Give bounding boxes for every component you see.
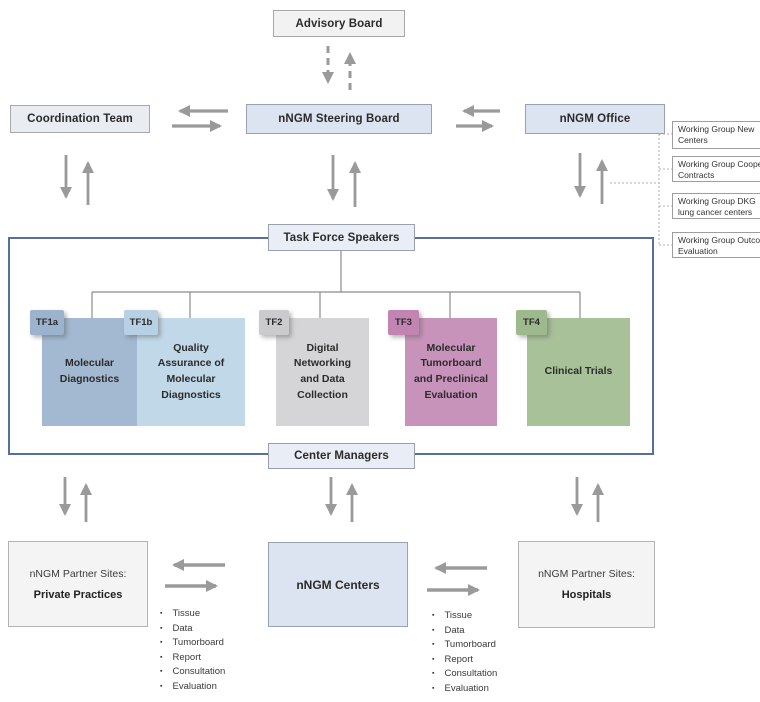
list-item: ▪ Tumorboard (160, 637, 225, 648)
working-group-box-new-centers: Working Group New Centers (672, 121, 760, 149)
bullet-icon: ▪ (160, 653, 163, 661)
list-item: ▪ Tissue (160, 608, 225, 619)
taskforce-box-tf3: Molecular Tumorboard and Preclinical Eva… (405, 318, 497, 426)
partner-sites-line1: nNGM Partner Sites: (538, 568, 635, 580)
list-item-label: Tissue (444, 610, 473, 621)
list-item-label: Evaluation (444, 682, 489, 694)
list-item: ▪ Report (432, 654, 497, 665)
taskforce-box-tf1b: Quality Assurance of Molecular Diagnosti… (137, 318, 245, 426)
bullet-icon: ▪ (432, 655, 435, 663)
bullet-icon: ▪ (432, 670, 435, 677)
coordination-team-box: Coordination Team (10, 105, 150, 133)
list-item: ▪ Evaluation (432, 683, 497, 694)
working-group-label: Working Group DKG (678, 196, 756, 206)
working-group-label: Centers (678, 135, 708, 146)
working-group-label: Working Group New (678, 124, 755, 134)
list-item: ▪ Evaluation (160, 681, 225, 692)
list-item: ▪ Data (160, 623, 225, 634)
center-managers-box: Center Managers (268, 443, 415, 469)
partner-sites-hospitals-box: nNGM Partner Sites: Hospitals (518, 541, 655, 628)
bullet-icon: ▪ (160, 624, 163, 632)
working-group-label: Working Group Outcome (678, 235, 760, 245)
partner-sites-line1: nNGM Partner Sites: (29, 567, 127, 580)
working-group-box-evaluation: Working Group Outcome Evaluation (672, 232, 760, 258)
list-item-label: Tissue (172, 608, 201, 619)
bullet-icon: ▪ (432, 612, 435, 619)
list-item: ▪ Data (432, 625, 497, 636)
taskforce-tag-tf1b: TF1b (124, 310, 158, 335)
list-item-label: Tumorboard (172, 637, 224, 648)
list-item-label: Consultation (444, 668, 498, 679)
list-item-label: Consultation (172, 666, 226, 677)
taskforce-tag-tf1a: TF1a (30, 310, 64, 335)
exchange-list-right: ▪ Tissue ▪ Data ▪ Tumorboard ▪ Report ▪ Consu… (432, 610, 497, 694)
nngm-centers-label: nNGM Centers (296, 577, 380, 592)
list-item-label: Evaluation (172, 680, 217, 692)
taskforce-box-tf2: Digital Networking and Data Collection (276, 318, 369, 426)
bullet-icon: ▪ (432, 641, 435, 648)
bullet-icon: ▪ (160, 668, 163, 675)
taskforce-label: Molecular Tumorboard and Preclinical Eva… (413, 341, 489, 401)
working-group-label: Contracts (678, 170, 715, 181)
partner-sites-private-practices-box: nNGM Partner Sites: Private Practices (8, 541, 148, 627)
taskforce-label: Digital Networking and Data Collection (293, 341, 352, 401)
taskforce-tag-tf3: TF3 (388, 310, 419, 335)
taskforce-tag-tf4: TF4 (516, 310, 547, 335)
list-item-label: Data (172, 622, 193, 634)
bullet-icon: ▪ (160, 682, 163, 690)
partner-sites-line2: Hospitals (561, 589, 612, 601)
taskforce-label: Clinical Trials (544, 365, 613, 378)
bullet-icon: ▪ (160, 639, 163, 646)
bullet-icon: ▪ (160, 610, 163, 617)
taskforce-box-tf1a: Molecular Diagnostics (42, 318, 137, 426)
task-force-speakers-box: Task Force Speakers (268, 224, 415, 251)
list-item: ▪ Tumorboard (432, 639, 497, 650)
exchange-list-left: ▪ Tissue ▪ Data ▪ Tumorboard ▪ Report ▪ Consu… (160, 608, 225, 692)
list-item-label: Report (444, 653, 473, 665)
list-item: ▪ Tissue (432, 610, 497, 621)
list-item: ▪ Report (160, 652, 225, 663)
bullet-icon: ▪ (432, 684, 435, 692)
taskforce-label: Quality Assurance of Molecular Diagnosti… (157, 341, 225, 401)
taskforce-box-tf4: Clinical Trials (527, 318, 630, 426)
advisory-board-box: Advisory Board (273, 10, 405, 37)
bullet-icon: ▪ (432, 626, 435, 634)
list-item-label: Tumorboard (444, 639, 496, 650)
taskforce-tag-tf2: TF2 (259, 310, 289, 335)
working-group-box-dkg: Working Group DKG lung cancer centers (672, 193, 760, 219)
list-item-label: Data (444, 624, 465, 636)
taskforce-label: Molecular Diagnostics (59, 357, 120, 385)
working-group-label: Evaluation (678, 246, 718, 257)
nngm-centers-box: nNGM Centers (268, 542, 408, 627)
steering-board-box: nNGM Steering Board (246, 104, 432, 134)
working-group-label: Working Group Cooperation (678, 159, 760, 169)
working-group-box-contracts: Working Group Cooperation Contracts (672, 156, 760, 182)
nngm-office-box: nNGM Office (525, 104, 665, 134)
list-item: ▪ Consultation (432, 668, 497, 679)
working-group-label: lung cancer centers (678, 207, 753, 218)
partner-sites-line2: Private Practices (33, 588, 123, 601)
list-item: ▪ Consultation (160, 666, 225, 677)
list-item-label: Report (172, 651, 201, 663)
